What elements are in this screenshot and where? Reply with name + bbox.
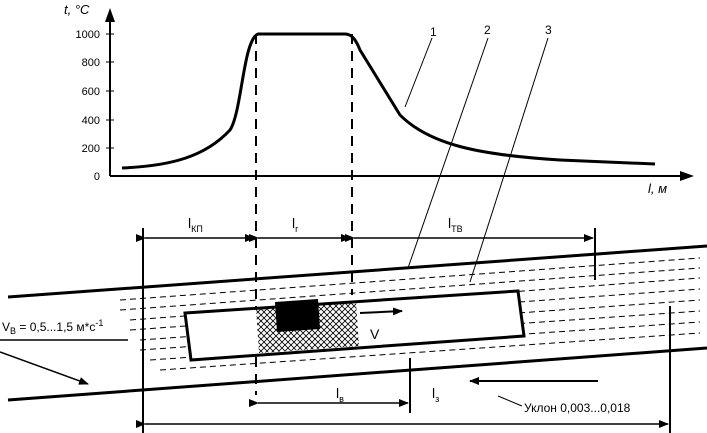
material-velocity-label: V — [370, 326, 380, 342]
zone-label-z: lз — [432, 385, 439, 404]
curve-marker-1: 1 — [430, 25, 437, 39]
gas-flow-line — [159, 332, 701, 371]
temperature-chart: t, °C l, м 0 200 400 600 800 1000 1 — [64, 2, 694, 196]
y-tick-label: 200 — [82, 143, 100, 155]
x-axis-label: l, м — [648, 181, 667, 196]
gas-flow-line — [119, 267, 701, 311]
zone-label-g: lг — [292, 215, 299, 234]
y-axis-label: t, °C — [64, 2, 90, 17]
y-ticks: 0 200 400 600 800 1000 — [76, 29, 114, 183]
marker-2: 2 — [484, 23, 491, 37]
kiln-body: V VВ = 0,5...1,5 м*с-1 2 3 — [0, 23, 707, 402]
material-hot-block — [275, 299, 320, 332]
x-axis-arrow — [680, 171, 694, 181]
gas-speed-label: VВ = 0,5...1,5 м*с-1 — [2, 318, 103, 336]
y-axis-arrow — [105, 8, 115, 22]
slope-label: Уклон 0,003...0,018 — [524, 401, 631, 415]
zone-label-tv: lТВ — [448, 215, 463, 234]
zone-label-v: lв — [336, 385, 344, 404]
callout-line-2 — [407, 37, 489, 269]
y-tick-label: 0 — [94, 171, 100, 183]
y-tick-label: 800 — [82, 57, 100, 69]
y-tick-label: 400 — [82, 115, 100, 127]
slope-leader — [497, 395, 523, 407]
kiln-bottom-wall — [7, 346, 707, 402]
callout-line-3 — [469, 37, 549, 283]
kiln-top-wall — [7, 244, 707, 299]
y-tick-label: 1000 — [76, 29, 100, 41]
marker-3: 3 — [545, 23, 552, 37]
bottom-dimensions: lв lз Уклон 0,003...0,018 — [136, 306, 671, 433]
temperature-curve — [121, 32, 656, 170]
y-tick-label: 600 — [82, 86, 100, 98]
callout-line-1 — [404, 37, 433, 108]
zone-dimensions: lКП lг lТВ — [136, 215, 596, 433]
gas-flow-line — [119, 257, 701, 301]
zone-label-kp: lКП — [188, 215, 203, 234]
gas-inlet-arrow — [0, 351, 89, 385]
material-velocity-arrow — [359, 307, 403, 316]
